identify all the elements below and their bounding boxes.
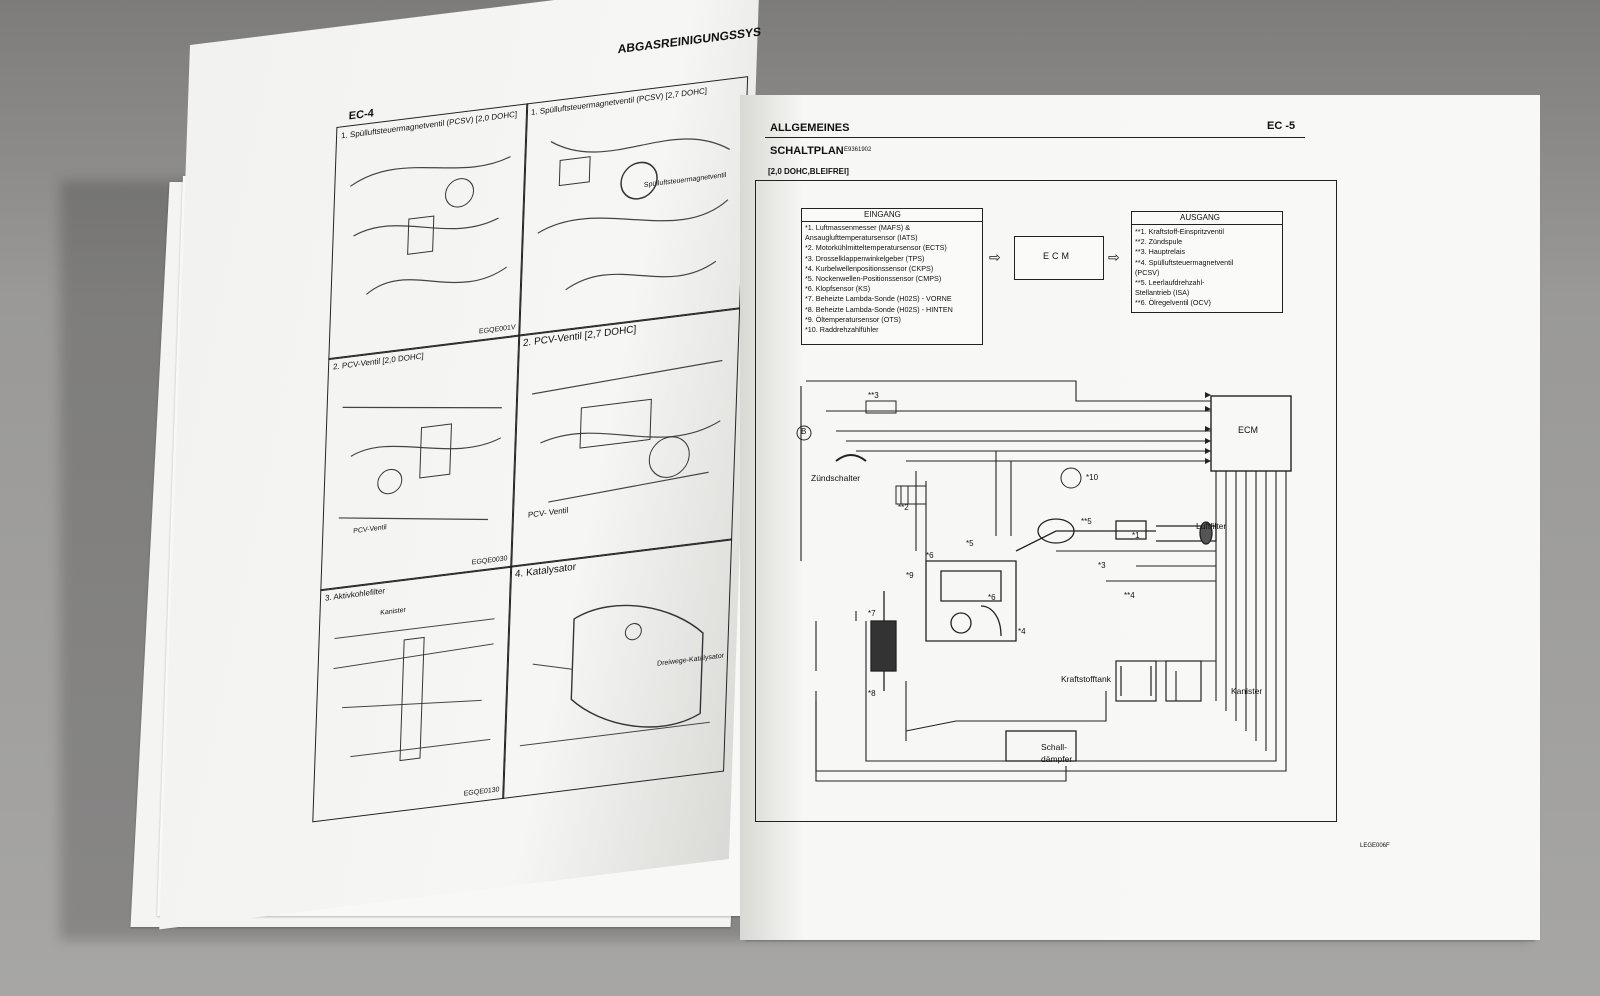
engine-illustration-1 [349,155,511,295]
panel-4: 2. PCV-Ventil [2,7 DOHC] PCV- Ventil [510,307,741,568]
cmps-ref-label: *5 [966,539,974,548]
input-list: *1. Luftmassenmesser (MAFS) & Ansaugluft… [805,223,953,335]
output-item: **3. Hauptrelais [1135,247,1185,257]
arrow-to-output-icon: ⇨ [1108,249,1120,265]
input-item: *5. Nockenwellen-Positionssensor (CMPS) [805,274,942,284]
pcsv-ref-label: **4 [1124,591,1135,600]
tps-ref-label: *3 [1098,561,1106,570]
input-item: *6. Klopfsensor (KS) [805,284,871,294]
output-box: AUSGANG **1. Kraftstoff-Einspritzventil … [1131,211,1283,313]
wiring-schematic [796,380,1292,782]
mafs-ref-label: *1 [1132,531,1140,540]
page-number: EC -5 [1267,120,1296,132]
schalldaempfer-label: Schall- dämpfer [1041,742,1073,764]
panel-6-title: 4. Katalysator [514,561,577,581]
b-terminal-label: B [801,427,807,436]
output-header: AUSGANG [1180,213,1221,222]
section-title: ALLGEMEINES [770,122,850,134]
ks-ref-label: *6 [988,593,996,602]
kraftstofftank-label: Kraftstofftank [1061,674,1111,684]
panel-5-title: 3. Aktivkohlefilter [324,586,386,603]
ckps-ref-label: *4 [1018,627,1026,636]
engine-illustration-4 [532,359,723,503]
panel-1: 1. Spülluftsteuermagnetventil (PCSV) [2,… [328,103,529,361]
zuendschalter-label: Zündschalter [811,473,861,483]
input-item: *8. Beheizte Lambda-Sonde (H02S) - HINTE… [805,304,953,314]
isa-ref-label: **5 [1081,517,1092,526]
kanister-label: Kanister [1231,686,1263,696]
header-rule [765,137,1305,138]
coil-ref-label: **2 [898,503,909,512]
output-item: **5. Leerlaufdrehzahl- [1135,278,1205,288]
engine-illustration-3 [338,406,502,521]
h02s-front-ref-label: *7 [868,609,876,618]
relay-ref-label: **3 [868,391,879,400]
output-item: Stellantrieb (ISA) [1135,288,1190,298]
output-item: **4. Spülluftsteuermagnetventil [1135,257,1234,267]
left-page-number: EC-4 [348,107,374,123]
output-item: **6. Ölregelventil (OCV) [1135,298,1211,308]
output-item: (PCSV) [1135,267,1160,277]
input-item: *7. Beheizte Lambda-Sonde (H02S) - VORNE [805,294,952,304]
input-item: *4. Kurbelwellenpositionssensor (CKPS) [805,263,934,273]
input-item: *9. Öltemperatursensor (OTS) [805,314,901,324]
input-item: *3. Drosselklappenwinkelgeber (TPS) [805,253,925,263]
diagram-frame: EINGANG *1. Luftmassenmesser (MAFS) & An… [755,180,1337,822]
input-item: *2. Motorkühlmitteltemperatursensor (ECT… [805,243,947,253]
engine-illustration-2 [537,138,731,291]
left-page-section: ABGASREINIGUNGSSYS [617,24,762,57]
schaltplan-code: E9361902 [844,147,872,153]
input-box: EINGANG *1. Luftmassenmesser (MAFS) & An… [801,208,983,345]
catalyst-illustration [519,604,710,747]
schaltplan-title: SCHALTPLAN [770,145,844,157]
left-page: EC-4 ABGASREINIGUNGSSYS 1. Spülluftsteue… [159,0,762,930]
ots-ref-label: *9 [906,571,914,580]
schaltplan-subtitle: [2,0 DOHC,BLEIFREI] [768,167,849,176]
chassis-illustration [333,618,495,762]
h02s-rear-ref-label: *8 [868,689,876,698]
wheel-sensor-ref-label: *10 [1086,473,1099,482]
input-item: *10. Raddrehzahlfühler [805,325,879,335]
ocv-ref-label: *6 [926,551,934,560]
panel-2: 1. Spülluftsteuermagnetventil (PCSV) [2,… [518,76,749,337]
output-list: **1. Kraftstoff-Einspritzventil **2. Zün… [1135,227,1233,309]
ecm-box-label: ECM [1043,251,1072,261]
output-item: **2. Zündspule [1135,237,1183,247]
panel-5: 3. Aktivkohlefilter Kanister EGQE0130 [312,565,513,823]
right-page: ALLGEMEINES EC -5 SCHALTPLAN E9361902 [2… [740,95,1540,940]
arrow-to-ecm-icon: ⇨ [989,249,1001,265]
ecm-component: ECM [1212,397,1290,470]
footer-code: LEGE006F [1360,843,1390,849]
input-item: Ansauglufttemperatursensor (IATS) [805,233,918,243]
luftfilter-label: Luftfilter [1196,521,1227,531]
output-item: **1. Kraftstoff-Einspritzventil [1135,227,1224,236]
input-header: EINGANG [864,210,901,219]
ecm-box: ECM [1014,236,1104,280]
ecm-component-label: ECM [1238,425,1258,435]
panel-3: 2. PCV-Ventil [2,0 DOHC] PCV-Ventil EGQE… [320,334,521,592]
panel-6: 4. Katalysator Dreiwege-Katalysator [502,538,733,799]
input-item: *1. Luftmassenmesser (MAFS) & [805,223,911,232]
